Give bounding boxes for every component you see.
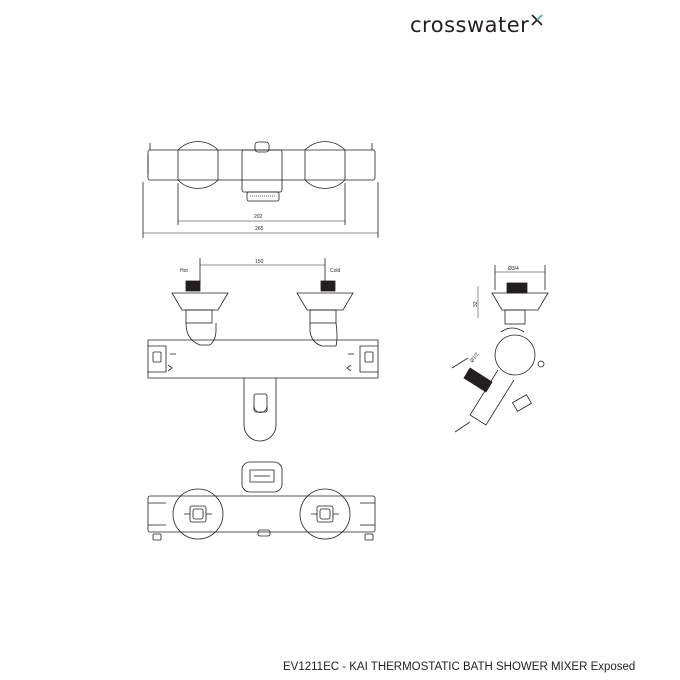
front-spout xyxy=(243,378,277,442)
x-mark-icon xyxy=(531,14,543,26)
brand-name: crosswater xyxy=(410,13,530,37)
front-view: 150 Hot Cold xyxy=(147,258,379,442)
caption-product: EV1211EC - KAI THERMOSTATIC BATH SHOWER … xyxy=(283,661,588,673)
side-outlet xyxy=(463,367,493,393)
caption-variant: Exposed xyxy=(590,661,636,673)
inlet-hot-flange xyxy=(171,292,229,311)
inlet-hot-thread xyxy=(185,280,201,292)
top-body xyxy=(147,149,376,181)
front-body xyxy=(147,339,379,379)
bottom-view xyxy=(147,461,376,541)
top-knob-right xyxy=(304,141,346,151)
dim-side-outlet: Ø1/2 xyxy=(469,351,480,364)
brand-logo: crosswater xyxy=(410,10,544,40)
bottom-knob-left xyxy=(172,488,224,540)
bottom-spout xyxy=(241,461,283,493)
bottom-body xyxy=(147,495,376,533)
dim-top-centres: 202 xyxy=(254,214,263,220)
caption: EV1211EC - KAI THERMOSTATIC BATH SHOWER … xyxy=(283,661,635,673)
top-knob-left xyxy=(177,141,219,151)
label-cold: Cold xyxy=(330,268,341,274)
label-hot: Hot xyxy=(180,268,188,274)
top-spout xyxy=(241,149,283,193)
dim-front-centres: 150 xyxy=(255,259,264,265)
dim-top-overall: 265 xyxy=(255,226,264,232)
inlet-cold-flange xyxy=(296,292,354,311)
dim-side-height: 32 xyxy=(473,301,479,307)
dim-side-thread: Ø3/4 xyxy=(508,266,519,272)
top-view: 202 265 xyxy=(142,141,379,238)
side-thread xyxy=(506,282,528,294)
inlet-cold-thread xyxy=(320,280,336,292)
bottom-knob-right xyxy=(299,488,351,540)
side-view: Ø3/4 32 Ø1/2 xyxy=(451,265,549,433)
side-body-circle xyxy=(494,334,536,376)
